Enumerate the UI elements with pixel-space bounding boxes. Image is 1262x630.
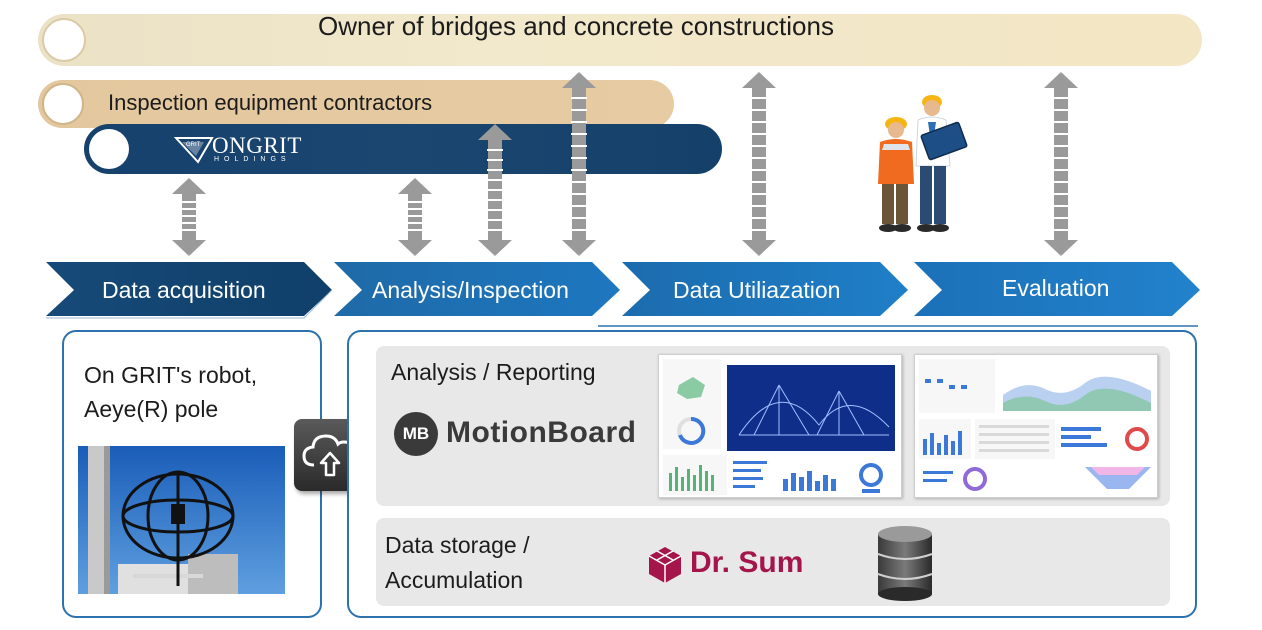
database-icon bbox=[877, 526, 933, 601]
ongrit-emblem-icon: GRIT bbox=[174, 137, 214, 164]
double-headed-arrow-icon bbox=[1044, 72, 1078, 256]
motionboard-logo-text: MotionBoard bbox=[446, 416, 637, 449]
contractor-bullet bbox=[42, 83, 84, 125]
analysis-title: Analysis / Reporting bbox=[391, 359, 596, 385]
dashboard-screenshot-2 bbox=[914, 354, 1158, 498]
motionboard-logo: MB MotionBoard bbox=[394, 410, 654, 458]
chevron-evaluation bbox=[914, 262, 1200, 316]
storage-title-line2: Accumulation bbox=[385, 567, 524, 593]
drsum-logo: Dr. Sum bbox=[646, 543, 826, 587]
stage-label-data-acquisition: Data acquisition bbox=[102, 277, 266, 303]
drsum-logo-text: Dr. Sum bbox=[690, 546, 804, 579]
process-chevrons bbox=[46, 262, 1200, 327]
robot-label: On GRIT's robot, Aeye(R) pole bbox=[84, 358, 257, 426]
robot-label-line1: On GRIT's robot, bbox=[84, 362, 258, 388]
double-headed-arrow-icon bbox=[398, 178, 432, 256]
owner-role-bar bbox=[38, 14, 1202, 66]
stage-label-evaluation: Evaluation bbox=[1002, 275, 1110, 301]
storage-title: Data storage / Accumulation bbox=[385, 528, 529, 598]
stage-label-data-utilization: Data Utiliazation bbox=[673, 277, 841, 303]
dashboard-screenshot-1 bbox=[658, 354, 902, 498]
engineers-illustration bbox=[878, 95, 968, 232]
double-headed-arrow-icon bbox=[742, 72, 776, 256]
chevron-analysis-inspection bbox=[334, 262, 620, 316]
ongrit-logo: GRIT ONGRIT HOLDINGS bbox=[174, 132, 314, 166]
owner-bullet bbox=[42, 18, 86, 62]
chevron-data-acquisition bbox=[46, 262, 332, 316]
storage-title-line1: Data storage / bbox=[385, 532, 530, 558]
ongrit-logo-text: ONGRIT bbox=[212, 133, 302, 158]
owner-label: Owner of bridges and concrete constructi… bbox=[318, 11, 834, 41]
robot-label-line2: Aeye(R) pole bbox=[84, 396, 219, 422]
double-headed-arrow-icon bbox=[478, 124, 512, 256]
company-role-bar: GRIT ONGRIT HOLDINGS bbox=[84, 124, 722, 174]
data-storage-box bbox=[376, 518, 1170, 606]
double-headed-arrow-icon bbox=[562, 72, 596, 256]
ongrit-emblem-text: GRIT bbox=[186, 142, 201, 148]
contractor-role-bar: Inspection equipment contractors bbox=[38, 80, 674, 128]
company-bullet bbox=[89, 129, 129, 169]
chevron-data-utilization bbox=[622, 262, 908, 316]
stage-label-analysis-inspection: Analysis/Inspection bbox=[372, 277, 569, 303]
robot-photo bbox=[78, 446, 285, 594]
contractor-label: Inspection equipment contractors bbox=[108, 90, 433, 115]
drsum-cube-icon bbox=[648, 547, 682, 583]
ongrit-logo-subtext: HOLDINGS bbox=[214, 156, 291, 163]
motionboard-badge: MB bbox=[394, 412, 438, 456]
double-headed-arrow-icon bbox=[172, 178, 206, 256]
